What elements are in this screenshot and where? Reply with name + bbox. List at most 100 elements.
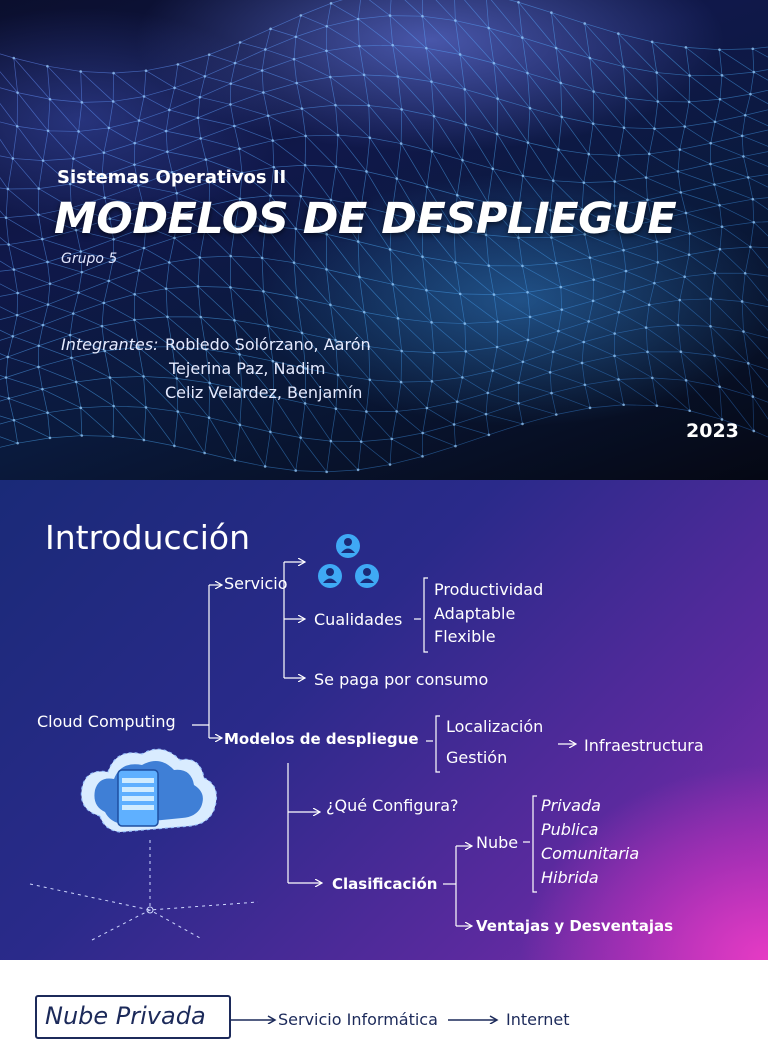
mesh-node	[173, 86, 176, 90]
mesh-node	[266, 324, 270, 328]
mesh-node	[359, 440, 363, 443]
mesh-node	[526, 71, 529, 75]
mesh-node	[592, 278, 595, 282]
node-configura: ¿Qué Configura?	[326, 796, 459, 815]
mesh-node	[107, 126, 111, 130]
concept-map-connectors	[29, 534, 768, 941]
mesh-node	[263, 224, 267, 228]
mesh-node	[294, 35, 298, 39]
mesh-node	[175, 191, 179, 195]
private-cloud-slide: Nube Privada Servicio Informática Intern…	[0, 960, 768, 1039]
mesh-node	[269, 27, 272, 31]
mesh-node	[299, 194, 303, 198]
mesh-node	[709, 297, 712, 301]
mesh-node	[655, 71, 659, 74]
mesh-node	[587, 320, 590, 323]
list-item: Privada	[541, 796, 601, 815]
mesh-node	[421, 431, 424, 435]
mesh-node	[175, 377, 179, 380]
mesh-node	[100, 174, 104, 178]
mesh-node	[622, 403, 625, 407]
mesh-node	[583, 383, 587, 387]
mesh-node	[112, 404, 115, 408]
mesh-node	[684, 379, 688, 382]
mesh-node	[196, 116, 200, 120]
mesh-node	[517, 0, 520, 4]
mesh-node	[269, 430, 272, 434]
flow-step: Internet	[506, 1010, 570, 1029]
mesh-node	[588, 406, 592, 410]
mesh-node	[7, 243, 10, 246]
mesh-node	[336, 133, 340, 137]
mesh-node	[486, 391, 490, 395]
mesh-node	[166, 315, 169, 319]
mesh-node	[455, 400, 459, 403]
mesh-node	[752, 220, 756, 224]
mesh-node	[79, 406, 83, 410]
mesh-node	[548, 208, 552, 212]
mesh-node	[15, 313, 19, 317]
node-cualidades: Cualidades	[314, 610, 403, 629]
mesh-node	[203, 229, 207, 232]
mesh-node	[461, 158, 464, 162]
slide-title: Introducción	[45, 518, 251, 557]
mesh-node	[647, 303, 651, 307]
mesh-node	[173, 444, 176, 448]
mesh-node	[521, 360, 525, 364]
mesh-node	[399, 142, 403, 145]
mesh-node	[622, 65, 625, 68]
mesh-node	[272, 165, 276, 169]
mesh-node	[487, 26, 490, 30]
mesh-node	[651, 376, 654, 380]
mesh-node	[300, 331, 304, 335]
mesh-node	[365, 410, 368, 413]
mesh-node	[37, 187, 41, 190]
mesh-node	[271, 139, 275, 142]
member-name: Tejerina Paz, Nadim	[169, 359, 326, 378]
mesh-node	[46, 411, 49, 414]
mesh-node	[142, 246, 146, 250]
mesh-node	[142, 438, 146, 442]
mesh-node	[709, 324, 712, 328]
cloud-server-icon	[29, 748, 259, 941]
members-label: Integrantes:	[61, 335, 159, 354]
mesh-node	[390, 212, 394, 216]
mesh-node	[554, 46, 558, 50]
mesh-node	[334, 103, 337, 107]
mesh-node	[743, 113, 747, 117]
mesh-node	[650, 219, 654, 223]
mesh-node	[747, 362, 750, 365]
mesh-node	[495, 132, 499, 136]
mesh-node	[421, 255, 424, 259]
node-clasificacion: Clasificación	[332, 875, 438, 893]
mesh-node	[164, 129, 168, 133]
mesh-node	[617, 310, 621, 314]
mesh-node	[167, 261, 171, 264]
mesh-node	[521, 264, 524, 268]
mesh-node	[41, 387, 44, 391]
mesh-node	[388, 248, 392, 251]
mesh-node	[368, 136, 372, 140]
mesh-node	[294, 469, 298, 472]
mesh-node	[303, 163, 307, 167]
mesh-node	[713, 120, 717, 124]
mesh-node	[583, 233, 587, 236]
mesh-node	[103, 196, 106, 199]
mesh-node	[752, 429, 756, 433]
mesh-node	[718, 203, 721, 207]
mesh-node	[295, 296, 299, 299]
mesh-node	[15, 124, 19, 128]
mesh-node	[650, 40, 654, 44]
mesh-node	[12, 268, 16, 271]
mesh-node	[388, 463, 392, 466]
mesh-node	[554, 261, 558, 265]
mesh-node	[203, 451, 206, 455]
mesh-node	[46, 64, 49, 68]
mesh-node	[103, 349, 107, 353]
flow-arrows	[229, 1015, 499, 1024]
mesh-node	[207, 204, 211, 207]
mesh-node	[262, 91, 265, 94]
mesh-node	[100, 324, 104, 328]
mesh-node	[613, 180, 617, 183]
mesh-node	[395, 177, 399, 180]
